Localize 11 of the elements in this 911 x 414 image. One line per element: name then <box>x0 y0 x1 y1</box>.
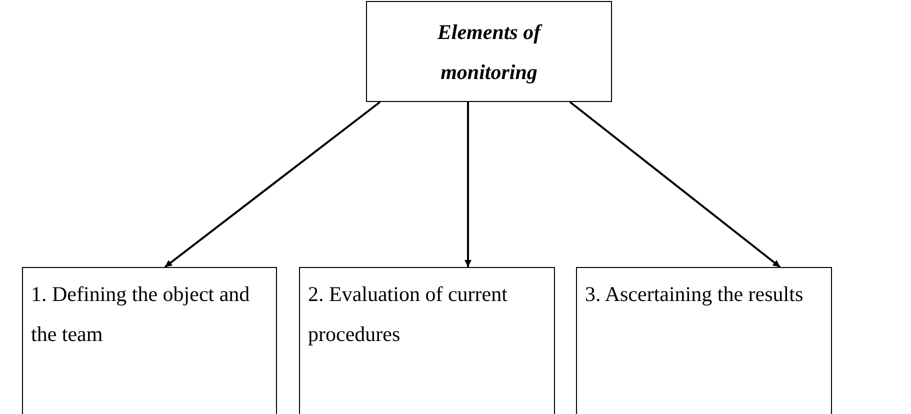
title-box <box>366 1 612 102</box>
step-label: 1. Defining the object and the team <box>31 281 251 348</box>
step-label: 2. Evaluation of current procedures <box>308 281 508 348</box>
box-title: Elements of monitoring <box>436 18 544 86</box>
step-box <box>22 267 277 414</box>
arrow <box>569 101 781 268</box>
step-label: 3. Ascertaining the results <box>585 281 804 308</box>
arrow <box>164 101 381 268</box>
arrow <box>464 102 472 267</box>
step-box <box>576 267 832 414</box>
step-box <box>299 267 555 414</box>
